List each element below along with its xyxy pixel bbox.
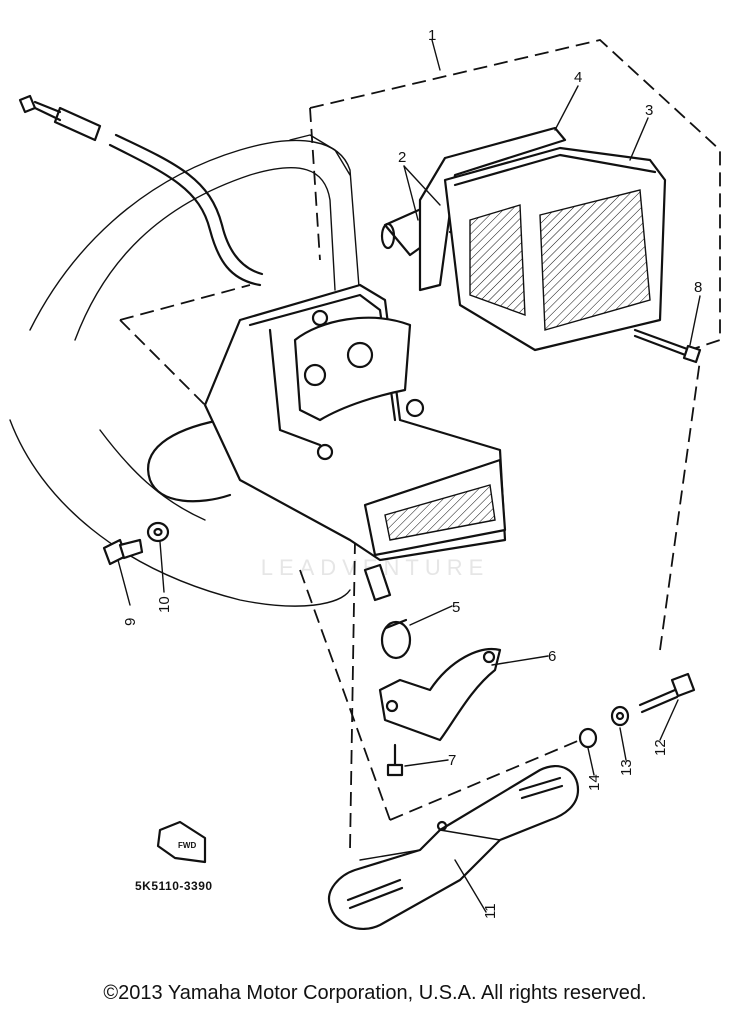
callout-12: 12 [652, 739, 669, 756]
bracket-nut [578, 727, 598, 749]
license-plate-bracket [327, 764, 580, 930]
callout-2: 2 [398, 149, 406, 166]
cover-screw [386, 743, 404, 777]
taillight-lens [443, 146, 667, 352]
wire-harness [18, 94, 264, 503]
assembly-boundary-lines [119, 39, 721, 851]
callout-10: 10 [156, 596, 173, 613]
callout-11: 11 [482, 903, 499, 919]
callout-numbers: 1 2 3 4 5 6 7 8 9 10 11 12 13 14 [122, 27, 702, 919]
bracket-bolt [638, 672, 696, 714]
callout-14: 14 [586, 774, 603, 791]
bracket-washer [610, 705, 630, 727]
callout-5: 5 [452, 599, 460, 616]
callout-4: 4 [574, 69, 582, 86]
callout-9: 9 [122, 618, 139, 626]
diagram-reference-code: 5K5110-3390 [135, 879, 213, 893]
fwd-label: FWD [178, 841, 196, 850]
license-light-bulb [363, 563, 412, 660]
callout-13: 13 [618, 759, 635, 776]
taillight-housing [203, 283, 507, 562]
callout-1: 1 [428, 27, 436, 44]
callout-6: 6 [548, 648, 556, 665]
lens-gasket [418, 126, 567, 292]
mounting-bolt [102, 538, 144, 566]
callout-3: 3 [645, 102, 653, 119]
lens-screw [633, 328, 702, 364]
washer [146, 521, 170, 543]
callout-8: 8 [694, 279, 702, 296]
forward-direction-marker: FWD [156, 820, 207, 864]
callout-7: 7 [448, 752, 456, 769]
license-light-cover [378, 647, 502, 742]
copyright-notice: ©2013 Yamaha Motor Corporation, U.S.A. A… [103, 982, 647, 1004]
rear-fender-outline [9, 134, 361, 607]
callout-leader-lines [117, 39, 701, 913]
